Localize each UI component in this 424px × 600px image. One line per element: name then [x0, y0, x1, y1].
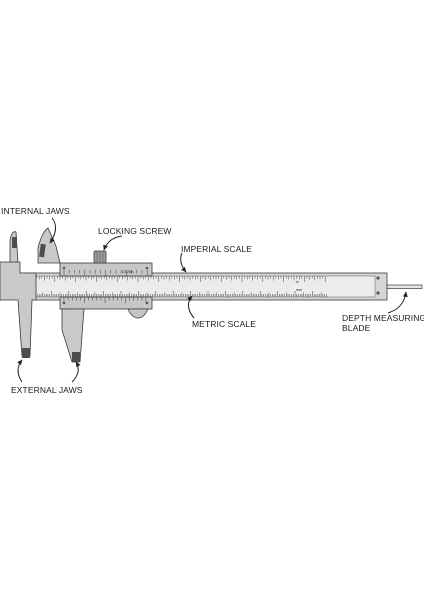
slider-rivet-bottom-left	[62, 301, 66, 305]
vernier-slider-top	[59, 262, 153, 277]
label-imperial-scale: IMPERIAL SCALE	[181, 244, 252, 254]
slider-rivet-left	[62, 266, 66, 270]
label-metric-scale: METRIC SCALE	[192, 319, 257, 329]
label-depth-line2: BLADE	[342, 323, 371, 333]
label-locking-screw: LOCKING SCREW	[98, 226, 172, 236]
vernier-unit-text: 1/128in	[122, 270, 134, 274]
end-rivet-bottom	[376, 291, 380, 295]
vernier-scale-ticks	[63, 270, 148, 276]
label-internal-jaws: INTERNAL JAWS	[1, 206, 70, 216]
arrow-external-jaws-left	[17, 359, 23, 383]
label-external-jaws: EXTERNAL JAWS	[11, 385, 83, 395]
label-depth-measuring-blade: DEPTH MEASURING BLADE	[342, 313, 424, 333]
metric-unit-text: mm	[296, 288, 302, 292]
fixed-jaw-tip	[22, 348, 30, 358]
fixed-jaw	[0, 261, 37, 357]
arrow-external-jaws-right	[71, 361, 81, 383]
label-depth-line1: DEPTH MEASURING	[342, 313, 424, 323]
slider-rivet-right	[145, 266, 149, 270]
sliding-internal-jaw-tip	[39, 243, 46, 258]
fixed-internal-jaw-tip	[12, 237, 17, 248]
depth-measuring-blade	[384, 284, 423, 289]
arrow-imperial-scale	[180, 252, 187, 273]
arrow-locking-screw	[103, 235, 123, 251]
sliding-external-jaw-tip	[72, 352, 80, 362]
end-rivet-top	[376, 276, 380, 280]
vernier-slider-bottom	[59, 296, 153, 310]
imperial-unit-text: in	[296, 280, 299, 284]
thumb-wheel	[127, 308, 149, 319]
arrow-depth-blade	[387, 291, 408, 314]
arrow-metric-scale	[187, 295, 195, 319]
arrow-internal-jaws	[49, 217, 56, 244]
main-scale-strip	[31, 275, 376, 298]
slider-rivet-bottom-right	[145, 301, 149, 305]
